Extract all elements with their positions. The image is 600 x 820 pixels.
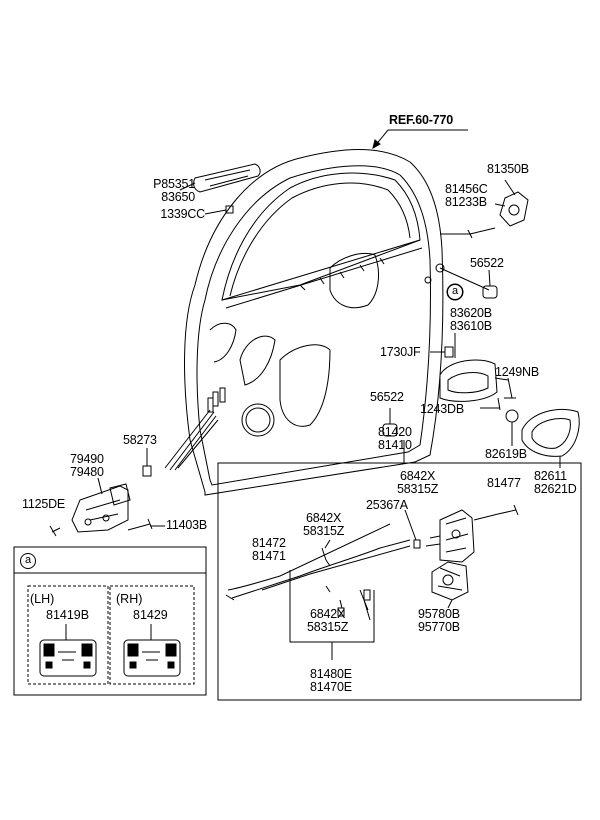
part-label-58273: 58273 — [123, 433, 157, 447]
lh-switch-icon — [39, 639, 97, 677]
part-label-1249nb: 1249NB — [495, 365, 539, 379]
inset-rh-part: 81429 — [133, 608, 168, 622]
latch-assembly-frame — [217, 462, 582, 701]
part-label-56522-mid: 56522 — [370, 390, 404, 404]
part-label-83610b: 83610B — [450, 319, 492, 333]
part-label-82611: 82611 — [534, 469, 567, 483]
door-latch-cover — [499, 191, 529, 227]
part-label-83620b: 83620B — [450, 306, 492, 320]
inset-rh-side: (RH) — [116, 592, 143, 606]
part-label-1730jf: 1730JF — [380, 345, 421, 359]
part-label-83650: 83650 — [161, 190, 195, 204]
door-latch — [439, 509, 475, 563]
part-label-81456c: 81456C — [445, 182, 488, 196]
inside-handle-bezel — [521, 408, 580, 457]
part-label-1339cc: 1339CC — [160, 207, 205, 221]
part-label-81410: 81410 — [378, 438, 412, 452]
part-label-56522-top: 56522 — [470, 256, 504, 270]
part-label-1125de: 1125DE — [22, 497, 66, 511]
ref-label: REF.60-770 — [389, 113, 454, 127]
part-label-95770b: 95770B — [418, 620, 460, 634]
part-label-81471: 81471 — [252, 549, 286, 563]
part-label-6842x-b: 6842X — [306, 511, 342, 525]
part-label-58315z-a: 58315Z — [397, 482, 439, 496]
part-label-81420: 81420 — [378, 425, 412, 439]
part-label-81472: 81472 — [252, 536, 286, 550]
door-lock-actuator — [431, 561, 469, 601]
part-label-79490: 79490 — [70, 452, 104, 466]
outside-handle — [193, 163, 261, 193]
part-label-25367a: 25367A — [366, 498, 408, 512]
part-label-81470e: 81470E — [310, 680, 352, 694]
door-hinge — [71, 485, 129, 533]
part-label-1243db: 1243DB — [420, 402, 464, 416]
part-label-81480e: 81480E — [310, 667, 352, 681]
part-label-81350b: 81350B — [487, 162, 529, 176]
inset-callout-a: a — [20, 553, 36, 569]
part-label-11403b: 11403B — [166, 518, 207, 532]
part-label-79480: 79480 — [70, 465, 104, 479]
part-label-81233b: 81233B — [445, 195, 487, 209]
part-label-58315z-b: 58315Z — [303, 524, 345, 538]
callout-a: a — [447, 284, 463, 300]
inset-box — [13, 546, 207, 696]
part-label-95780b: 95780B — [418, 607, 460, 621]
inset-lh-side: (LH) — [30, 592, 55, 606]
part-label-6842x-c: 6842X — [310, 607, 346, 621]
part-label-58315z-c: 58315Z — [307, 620, 349, 634]
part-label-82619b: 82619B — [485, 447, 527, 461]
rh-switch-icon — [123, 639, 181, 677]
window-frame — [221, 172, 421, 301]
part-label-81477: 81477 — [487, 476, 521, 490]
lock-rod-upper — [227, 523, 391, 591]
part-label-p85351: P85351 — [153, 177, 195, 191]
part-label-82621d: 82621D — [534, 482, 577, 496]
door-outline — [184, 149, 444, 496]
part-label-6842x-a: 6842X — [400, 469, 436, 483]
inset-lh-part: 81419B — [46, 608, 90, 622]
